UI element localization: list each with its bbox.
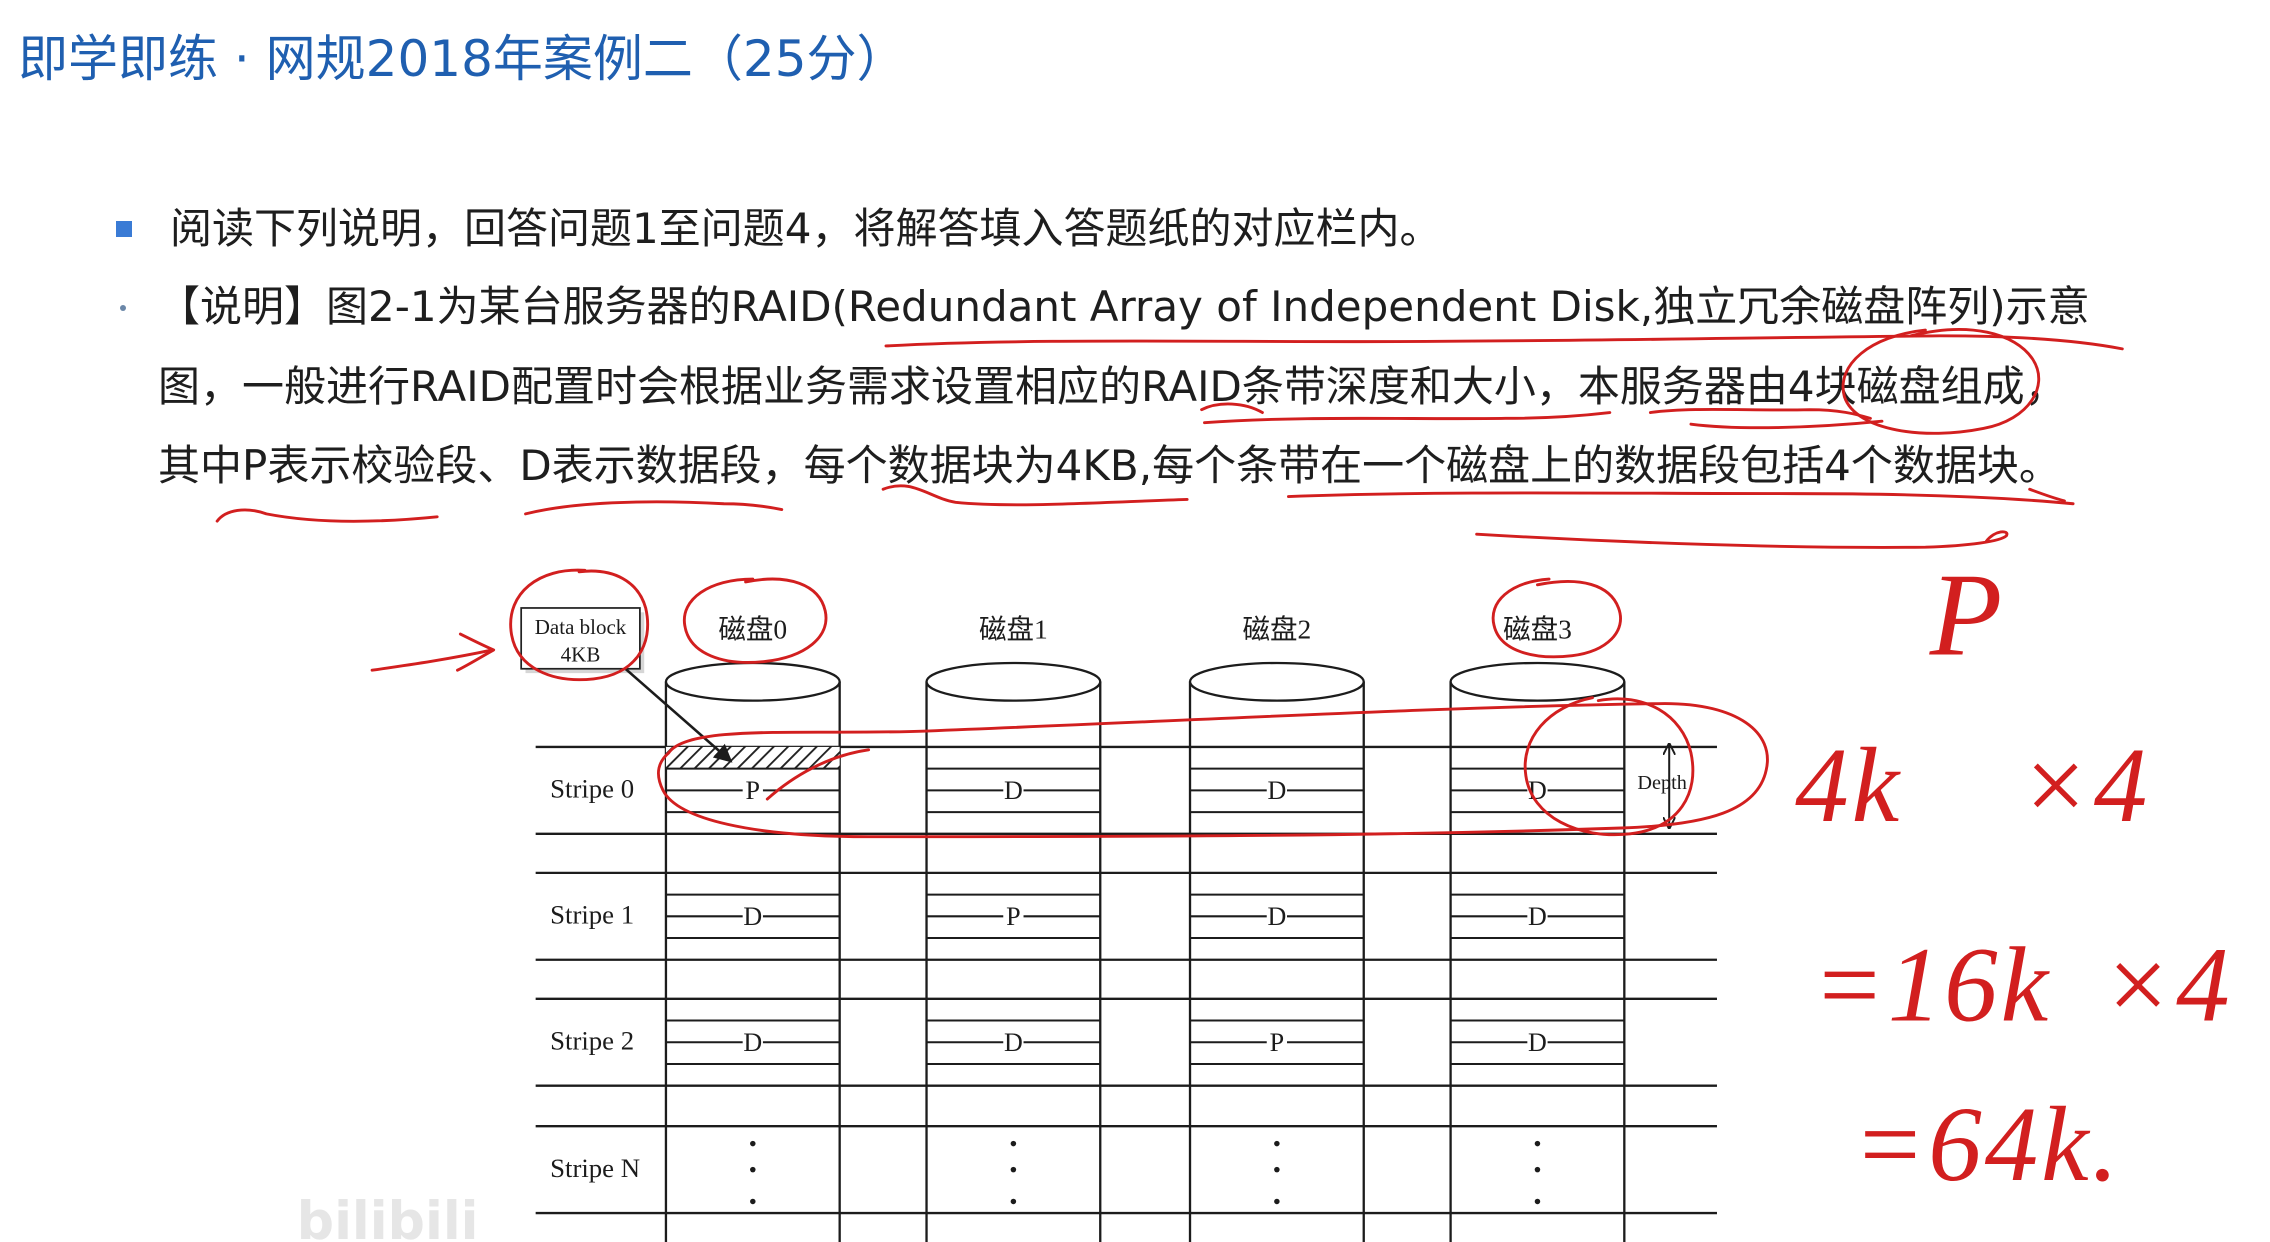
- loop-stripe-0-inner: [765, 748, 871, 801]
- handwritten-p: P: [1929, 548, 2003, 680]
- underline-long: [1475, 530, 2009, 549]
- data-segment-label: D: [1267, 776, 1286, 805]
- disk-2-cylinder: 磁盘2: [1188, 613, 1365, 1242]
- stripe-0: Stripe 0 P D D D: [535, 745, 1717, 835]
- data-segment-label: D: [1528, 902, 1547, 931]
- callout-text-line-2: 4KB: [561, 643, 601, 667]
- disk-label: 磁盘1: [979, 613, 1048, 644]
- continuation-dot: [1534, 1198, 1541, 1205]
- disk-0-cylinder: 磁盘0: [664, 613, 841, 1242]
- circle-depth: [1523, 696, 1695, 837]
- slide-title: 即学即练 · 网规2018年案例二（25分）: [18, 30, 907, 88]
- continuation-dot: [1274, 1140, 1280, 1147]
- bilibili-watermark: bilibili: [297, 1192, 479, 1242]
- continuation-dot: [1534, 1140, 1541, 1147]
- continuation-dot: [1274, 1198, 1280, 1205]
- circle-disk-0: [682, 577, 828, 664]
- callout-text-line-1: Data block: [535, 615, 627, 639]
- data-segment-label: D: [1004, 776, 1023, 805]
- stripe-1: Stripe 1 D P D D: [535, 871, 1717, 961]
- square-bullet-icon: [116, 221, 132, 237]
- handwritten-calc-line-2: =16k ×4: [1813, 927, 2233, 1045]
- disk-3-cylinder: 磁盘3: [1449, 613, 1626, 1242]
- loop-stripe-0: [656, 702, 1769, 839]
- cylinder-top: [1188, 661, 1365, 702]
- disk-label: 磁盘3: [1503, 613, 1572, 644]
- parity-segment-label: P: [746, 776, 761, 805]
- stripe-label: Stripe 1: [550, 900, 634, 930]
- cylinder-top: [1449, 661, 1626, 702]
- continuation-dot: [1274, 1166, 1280, 1173]
- disk-1-cylinder: 磁盘1: [925, 613, 1102, 1242]
- data-block-callout: Data block 4KB: [520, 607, 645, 674]
- circle-data-block: [509, 568, 650, 682]
- data-segment-label: D: [743, 1028, 762, 1057]
- description-line-2: 图，一般进行RAID配置时会根据业务需求设置相应的RAID条带深度和大小，本服务…: [158, 362, 2067, 411]
- data-segment-label: D: [1004, 1028, 1023, 1057]
- stripe-3: Stripe N: [535, 1125, 1717, 1215]
- callout-box: [520, 607, 641, 670]
- callout-shadow: [525, 612, 645, 674]
- hatched-data-block: [665, 746, 840, 769]
- data-segment-label: D: [1528, 1028, 1547, 1057]
- continuation-dot: [1010, 1140, 1017, 1147]
- continuation-dot: [1010, 1166, 1017, 1173]
- cylinder-top: [664, 661, 841, 702]
- parity-segment-label: P: [1270, 1028, 1285, 1057]
- dot-bullet-icon: [120, 305, 126, 311]
- stripe-label: Stripe 0: [550, 774, 634, 804]
- continuation-dot: [750, 1140, 756, 1147]
- continuation-dot: [750, 1198, 756, 1205]
- data-segment-label: D: [1267, 902, 1286, 931]
- disk-label: 磁盘0: [718, 613, 787, 644]
- data-segment-label: D: [1528, 776, 1547, 805]
- annotation-arrow: [370, 648, 494, 672]
- instruction-text: 阅读下列说明，回答问题1至问题4，将解答填入答题纸的对应栏内。: [170, 204, 1442, 253]
- depth-indicator: Depth: [1637, 744, 1687, 828]
- circle-disk-3: [1491, 577, 1622, 659]
- parity-segment-label: P: [1006, 902, 1021, 931]
- handwritten-calc-line-1: 4k ×4: [1795, 727, 2150, 845]
- callout-arrow: [624, 667, 733, 763]
- handwritten-calc-line-3: =64k.: [1853, 1086, 2121, 1204]
- stripe-label: Stripe 2: [550, 1025, 634, 1055]
- description-line-1: 【说明】图2-1为某台服务器的RAID(Redundant Array of I…: [158, 282, 2090, 331]
- continuation-dot: [1534, 1166, 1541, 1173]
- continuation-dot: [750, 1166, 756, 1173]
- stripe-2: Stripe 2 D D P D: [535, 997, 1717, 1087]
- data-segment-label: D: [743, 902, 762, 931]
- underline-parity: [215, 508, 439, 523]
- continuation-dot: [1010, 1198, 1017, 1205]
- description-line-3: 其中P表示校验段、D表示数据段，每个数据块为4KB,每个条带在一个磁盘上的数据段…: [158, 441, 2061, 490]
- cylinder-top: [925, 661, 1102, 702]
- depth-label: Depth: [1637, 772, 1687, 794]
- disk-label: 磁盘2: [1242, 613, 1311, 644]
- annotation-arrow-head: [456, 632, 496, 672]
- stripe-label: Stripe N: [550, 1153, 640, 1183]
